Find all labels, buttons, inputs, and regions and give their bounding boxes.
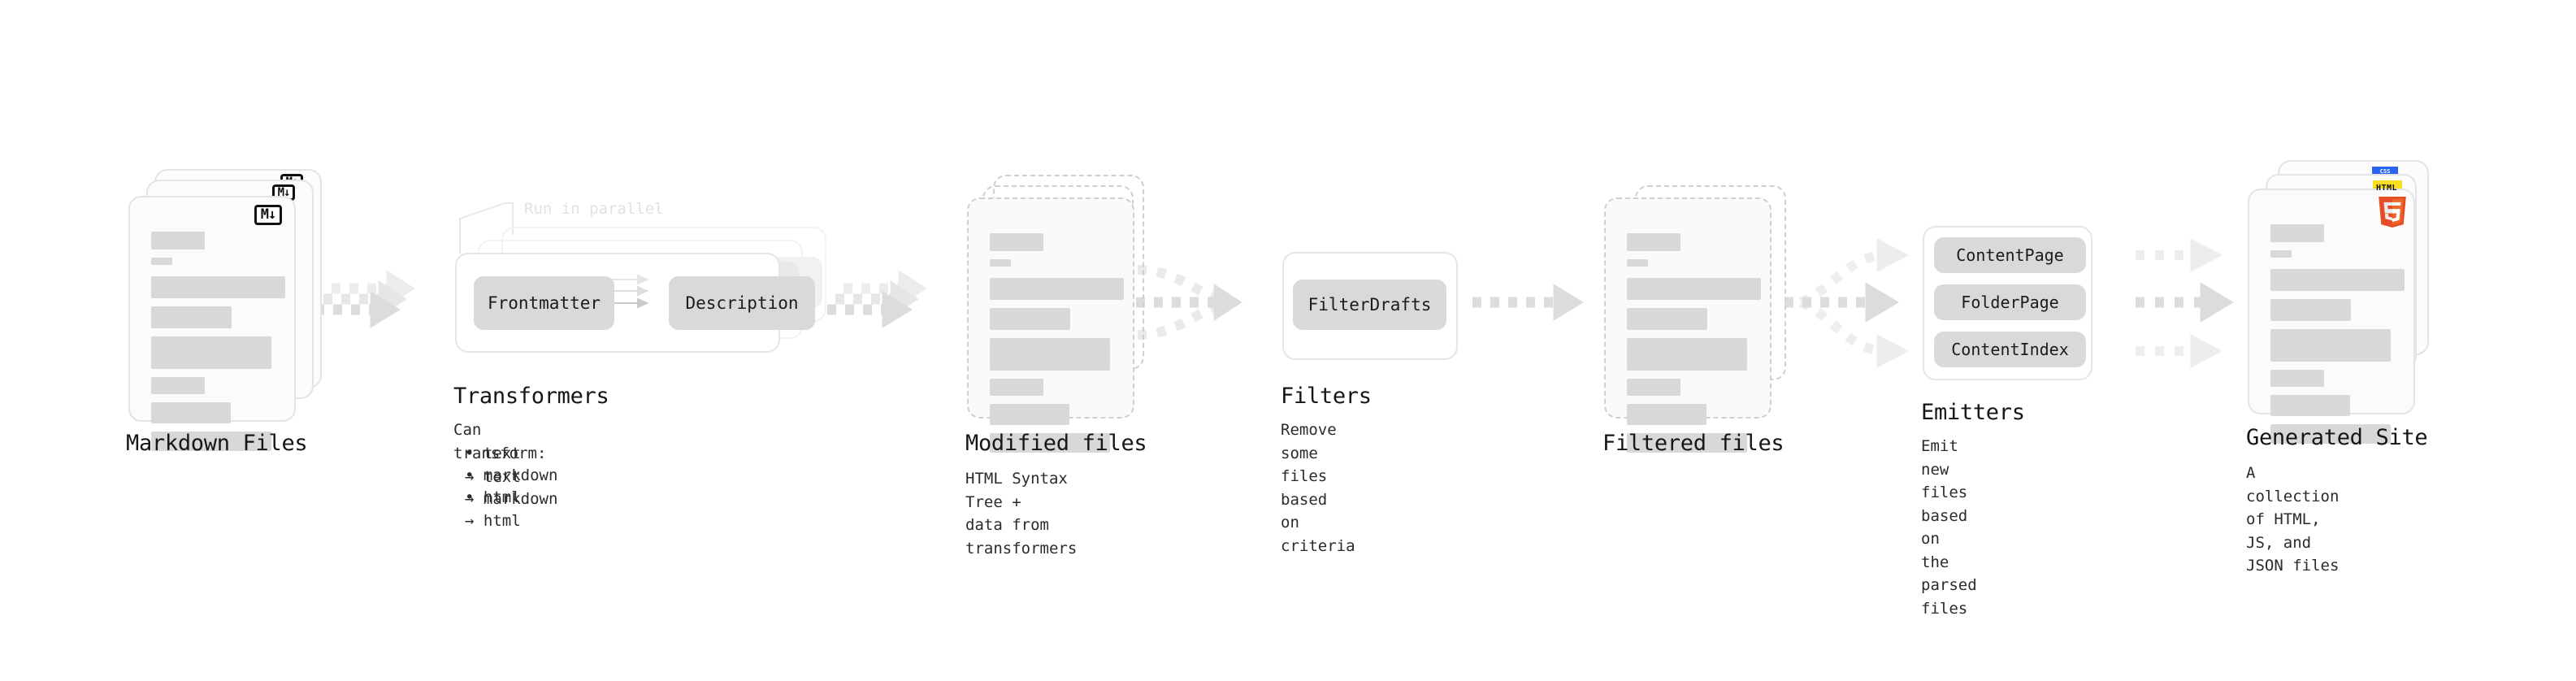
- transformers-bullet-0: • text → text: [465, 445, 521, 486]
- content-bar: [2270, 424, 2391, 444]
- filtered-files-title: Filtered files: [1602, 431, 1785, 456]
- run-in-parallel-pointer: [459, 202, 514, 254]
- transformers-bullet-1-text: markdown → markdown: [465, 466, 558, 508]
- content-bar: [1627, 233, 1680, 251]
- filters-desc: Remove some files based on criteria: [1281, 421, 1355, 555]
- connector-emitters-to-site: [2136, 238, 2223, 272]
- emitter-pill-contentpage[interactable]: ContentPage: [1934, 237, 2086, 273]
- html5-icon: HTML: [2376, 184, 2408, 230]
- content-bar: [1627, 433, 1747, 453]
- content-bar: [2270, 224, 2324, 242]
- content-bar: [990, 259, 1011, 267]
- filter-pill-filterdrafts[interactable]: FilterDrafts: [1293, 280, 1446, 330]
- content-bar: [2270, 250, 2292, 258]
- site-card-content: [2270, 224, 2405, 452]
- content-bar: [151, 377, 205, 394]
- transformers-bullet-2: • html → html: [465, 488, 521, 530]
- content-bar: [1627, 404, 1706, 425]
- content-bar: [151, 402, 231, 423]
- content-bar: [1627, 308, 1707, 330]
- html5-icon-wordmark: HTML: [2376, 184, 2398, 193]
- content-bar: [2270, 329, 2391, 362]
- content-bar: [2270, 370, 2324, 387]
- transformer-pill-description[interactable]: Description: [669, 276, 815, 330]
- generated-site-title: Generated Site: [2246, 425, 2428, 450]
- content-bar: [990, 233, 1043, 251]
- content-bar: [1627, 278, 1761, 300]
- content-bar: [151, 306, 232, 328]
- filtered-card-content: [1627, 233, 1761, 461]
- filters-title: Filters: [1281, 384, 1372, 409]
- content-bar: [990, 379, 1043, 396]
- markdown-files-title: Markdown Files: [126, 431, 308, 456]
- content-bar: [2270, 395, 2350, 416]
- content-bar: [2270, 269, 2405, 291]
- transformers-bullet-1: • markdown → markdown: [465, 466, 558, 508]
- content-bar: [151, 432, 271, 451]
- generated-site-desc: A collection of HTML, JS, and JSON files: [2246, 464, 2340, 575]
- css-icon: CSS: [2372, 167, 2398, 176]
- emitter-pill-contentindex[interactable]: ContentIndex: [1934, 332, 2086, 367]
- site-card-front[interactable]: [2248, 189, 2415, 444]
- content-bar: [1627, 259, 1648, 267]
- modified-files-title: Modified files: [965, 431, 1147, 456]
- content-bar: [1627, 338, 1747, 371]
- modified-card-content: [990, 233, 1124, 461]
- content-bar: [151, 232, 205, 249]
- run-in-parallel-label: Run in parallel: [524, 200, 664, 218]
- content-bar: [990, 278, 1124, 300]
- emitters-desc: Emit new files based on the parsed files: [1921, 437, 1977, 618]
- transformers-bullet-0-text: text → text: [465, 445, 521, 486]
- content-bar: [990, 433, 1110, 453]
- modified-files-desc: HTML Syntax Tree + data from transformer…: [965, 470, 1078, 557]
- transformer-pill-frontmatter[interactable]: Frontmatter: [474, 276, 614, 330]
- markdown-card-front[interactable]: [128, 196, 296, 451]
- connector-markdown-to-transformers: [332, 270, 415, 307]
- transformers-desc: Can transform:: [453, 421, 547, 462]
- content-bar: [990, 404, 1069, 425]
- emitter-pill-folderpage[interactable]: FolderPage: [1934, 284, 2086, 320]
- markdown-card-content: [151, 232, 285, 459]
- content-bar: [990, 308, 1070, 330]
- content-bar: [990, 338, 1110, 371]
- connector-filtered-to-emitters: [1798, 250, 1883, 356]
- content-bar: [1627, 379, 1680, 396]
- filtered-card-front[interactable]: [1604, 197, 1772, 453]
- transformers-bullet-2-text: html → html: [465, 488, 521, 530]
- transformers-title: Transformers: [453, 384, 609, 409]
- modified-card-front[interactable]: [967, 197, 1134, 453]
- connector-modified-to-filters: [1137, 265, 1229, 340]
- content-bar: [151, 276, 285, 298]
- markdown-icon: M↓: [254, 205, 282, 225]
- content-bar: [151, 258, 172, 265]
- content-bar: [151, 336, 271, 369]
- emitters-title: Emitters: [1921, 400, 2025, 425]
- content-bar: [2270, 299, 2351, 321]
- connector-filters-to-filtered: [1472, 284, 1584, 321]
